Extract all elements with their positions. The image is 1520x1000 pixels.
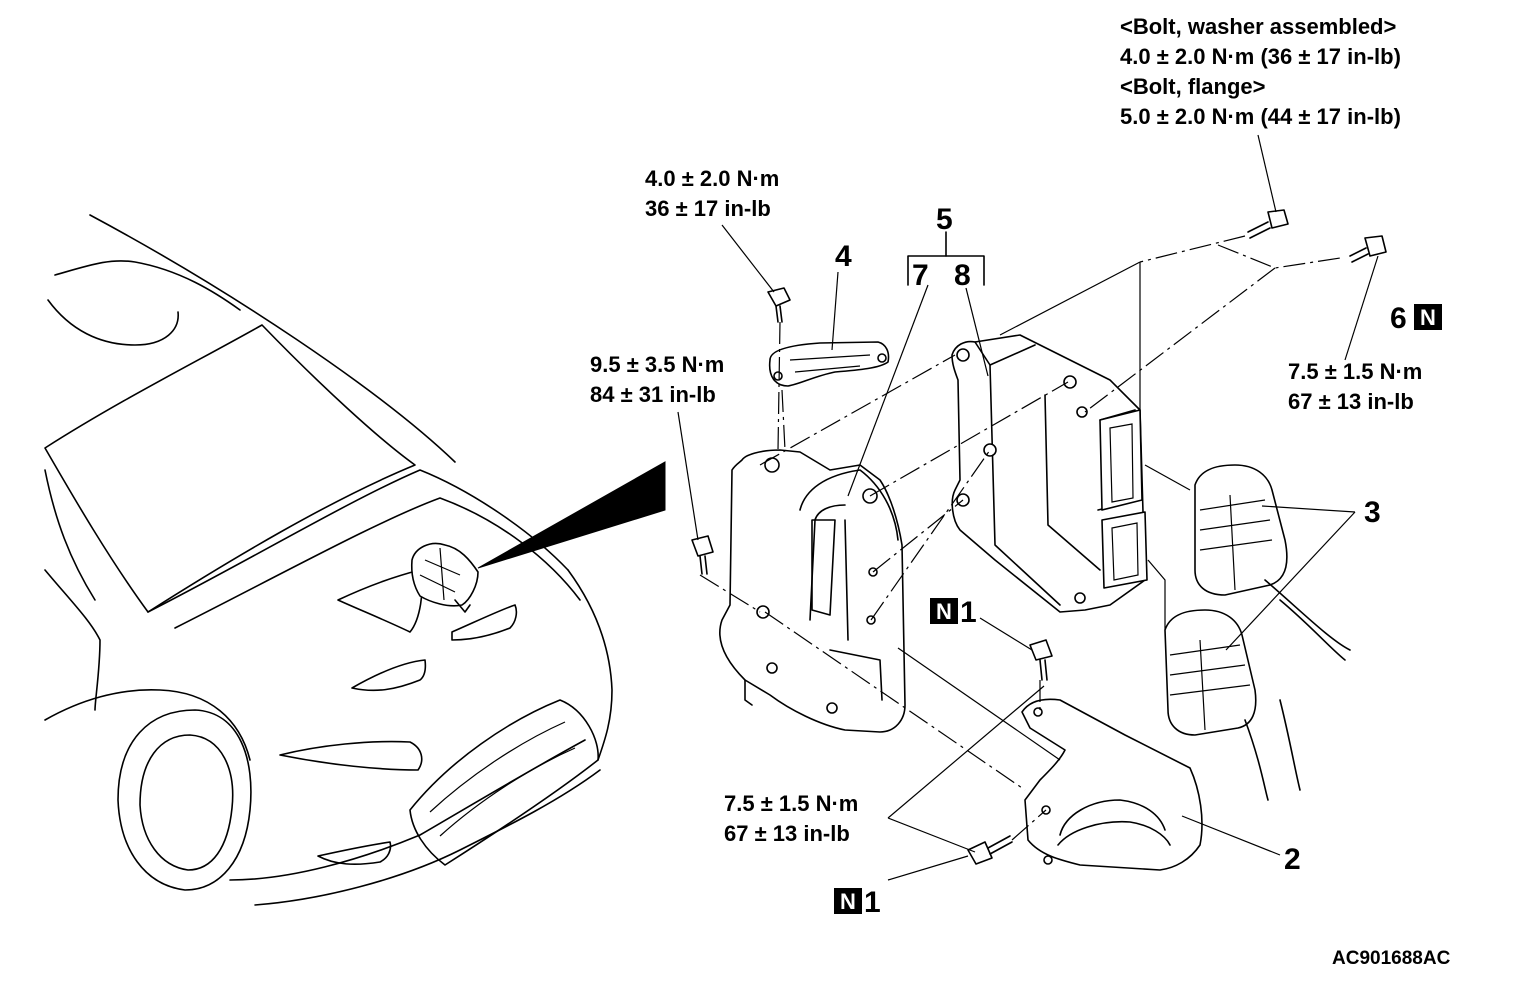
callout-8: 8 bbox=[954, 259, 971, 292]
callout-1-lower: 1 bbox=[864, 886, 881, 919]
torque-top-inlb: 36 ± 17 in-lb bbox=[645, 196, 771, 221]
callout-5: 5 bbox=[936, 203, 953, 236]
bolt-ecu-upper-right bbox=[1247, 209, 1289, 239]
bolt-bracket-top bbox=[767, 287, 791, 323]
bolt-part-6 bbox=[1349, 235, 1387, 263]
harness-connector-lower bbox=[1164, 609, 1301, 801]
bolt-washer-torque: 4.0 ± 2.0 N·m (36 ± 17 in-lb) bbox=[1120, 44, 1401, 69]
n-mark-box-1-upper: N bbox=[930, 598, 958, 624]
callout-6: 6 bbox=[1390, 302, 1407, 335]
bolt-bracket-left bbox=[691, 535, 714, 575]
torque-right-inlb: 67 ± 13 in-lb bbox=[1288, 389, 1414, 414]
callout-4: 4 bbox=[835, 240, 852, 273]
figure-code: AC901688AC bbox=[1332, 948, 1451, 969]
n-mark-1-upper-text: N bbox=[936, 599, 952, 624]
callout-2: 2 bbox=[1284, 843, 1301, 876]
n-mark-1-lower-text: N bbox=[840, 889, 856, 914]
torque-left-nm: 9.5 ± 3.5 N·m bbox=[590, 352, 724, 377]
n-mark-6-text: N bbox=[1420, 305, 1436, 330]
torque-left-inlb: 84 ± 31 in-lb bbox=[590, 382, 716, 407]
ecu-unit-part-5 bbox=[951, 334, 1148, 613]
ecu-mounting-bracket bbox=[718, 449, 906, 733]
harness-connector-upper bbox=[1194, 464, 1351, 661]
n-mark-box-6: N bbox=[1414, 304, 1442, 330]
bolt-part-1-lower bbox=[967, 835, 1013, 865]
n-mark-box-1-lower: N bbox=[834, 888, 862, 914]
torque-top-nm: 4.0 ± 2.0 N·m bbox=[645, 166, 779, 191]
torque-right-nm: 7.5 ± 1.5 N·m bbox=[1288, 359, 1422, 384]
callout-3: 3 bbox=[1364, 496, 1381, 529]
bolt-flange-heading: <Bolt, flange> bbox=[1120, 74, 1265, 99]
bolt-part-1-upper bbox=[1029, 639, 1053, 681]
torque-bottom-inlb: 67 ± 13 in-lb bbox=[724, 821, 850, 846]
assembly-lines bbox=[699, 235, 1341, 841]
vehicle-outline bbox=[44, 214, 666, 906]
cover-part-2 bbox=[1021, 698, 1203, 871]
bolt-washer-heading: <Bolt, washer assembled> bbox=[1120, 14, 1396, 39]
bracket-part-4 bbox=[768, 341, 890, 387]
callout-1-upper: 1 bbox=[960, 596, 977, 629]
leader-lines bbox=[677, 134, 1379, 881]
torque-bottom-nm: 7.5 ± 1.5 N·m bbox=[724, 791, 858, 816]
callout-7: 7 bbox=[912, 259, 929, 292]
bolt-flange-torque: 5.0 ± 2.0 N·m (44 ± 17 in-lb) bbox=[1120, 104, 1401, 129]
